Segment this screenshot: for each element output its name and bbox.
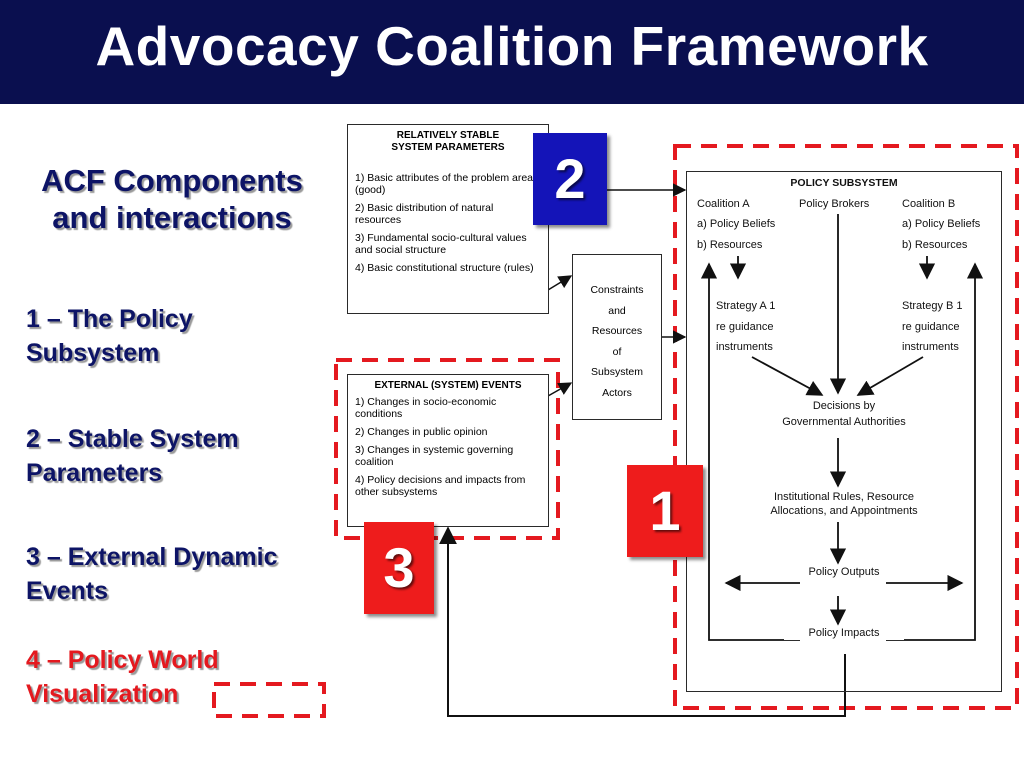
coalition-a-beliefs: a) Policy Beliefs xyxy=(697,218,776,230)
title-bar: Advocacy Coalition Framework xyxy=(0,0,1024,104)
strategy-b-line: instruments xyxy=(902,341,959,353)
strategy-a-line: instruments xyxy=(716,341,773,353)
constraints-line: Subsystem xyxy=(591,366,643,378)
badge-two-number: 2 xyxy=(554,147,586,210)
component-item-stable-parameters: 2 – Stable System Parameters xyxy=(26,422,326,490)
badge-one: 1 xyxy=(627,465,703,557)
external-events-title: EXTERNAL (SYSTEM) EVENTS xyxy=(374,380,522,391)
policy-impacts-label: Policy Impacts xyxy=(784,627,904,640)
stable-item: 1) Basic attributes of the problem area … xyxy=(355,172,534,196)
external-item: 4) Policy decisions and impacts from oth… xyxy=(355,474,526,498)
components-heading: ACF Components and interactions xyxy=(22,162,322,236)
coalition-a-resources: b) Resources xyxy=(697,239,763,251)
coalition-a-label: Coalition A xyxy=(697,198,750,210)
badge-one-number: 1 xyxy=(649,479,681,542)
components-heading-line-2: and interactions xyxy=(52,200,292,235)
component-item-line: Events xyxy=(26,577,108,605)
constraints-line: of xyxy=(612,345,622,358)
strategy-b-line: Strategy B 1 xyxy=(902,300,963,312)
external-item: 2) Changes in public opinion xyxy=(355,426,488,438)
external-events-box: EXTERNAL (SYSTEM) EVENTS 1) Changes in s… xyxy=(347,374,549,527)
loop-right-up xyxy=(886,262,984,641)
component-item-line: 2 – Stable System xyxy=(26,425,239,453)
institutional-line: Allocations, and Appointments xyxy=(770,505,918,517)
component-item-policy-world: 4 – Policy World Visualization xyxy=(26,643,326,711)
component-item-external-events: 3 – External Dynamic Events xyxy=(26,540,326,608)
component-item-line: Parameters xyxy=(26,459,163,487)
institutional-line: Institutional Rules, Resource xyxy=(773,491,914,503)
strategy-a-line: re guidance xyxy=(716,321,774,333)
arrow-strategy-b-to-decisions xyxy=(856,356,924,396)
strategy-a-line: Strategy A 1 xyxy=(716,300,776,312)
decisions-line: Decisions by xyxy=(812,400,876,412)
component-item-policy-subsystem: 1 – The Policy Subsystem xyxy=(26,302,326,370)
stable-item: 3) Fundamental socio-cultural values and… xyxy=(355,232,527,256)
component-item-line: 1 – The Policy xyxy=(26,305,193,333)
policy-outputs-label: Policy Outputs xyxy=(784,566,904,579)
coalition-b-beliefs: a) Policy Beliefs xyxy=(902,218,981,230)
policy-subsystem-box xyxy=(686,171,1002,692)
component-item-line: 4 – Policy World xyxy=(26,646,219,674)
feedback-loop xyxy=(439,526,846,717)
badge-three: 3 xyxy=(364,522,434,614)
stable-parameters-title: RELATIVELY STABLE SYSTEM PARAMETERS xyxy=(355,130,541,154)
badge-two: 2 xyxy=(533,133,607,225)
constraints-line: Resources xyxy=(591,325,643,337)
external-item: 3) Changes in systemic governing coaliti… xyxy=(355,444,514,468)
strategy-b-line: re guidance xyxy=(902,321,960,333)
dashed-frame-visualization xyxy=(212,682,326,718)
constraints-box: Constraints and Resources of Subsystem A… xyxy=(572,254,662,420)
component-item-line: 3 – External Dynamic xyxy=(26,543,278,571)
stable-item: 4) Basic constitutional structure (rules… xyxy=(355,262,534,274)
loop-left-up xyxy=(700,262,800,641)
stable-parameters-box: RELATIVELY STABLE SYSTEM PARAMETERS 1) B… xyxy=(347,124,549,314)
component-item-line: Subsystem xyxy=(26,339,160,367)
arrow-stable-to-constraints xyxy=(547,275,573,291)
stable-title-line-1: RELATIVELY STABLE xyxy=(396,130,500,141)
component-item-line: Visualization xyxy=(26,680,179,708)
page-title: Advocacy Coalition Framework xyxy=(95,15,929,77)
arrow-strategy-a-to-decisions xyxy=(751,356,824,396)
external-item: 1) Changes in socio-economic conditions xyxy=(355,396,497,420)
badge-three-number: 3 xyxy=(383,536,415,599)
constraints-line: Constraints xyxy=(590,284,644,296)
components-heading-line-1: ACF Components xyxy=(41,163,303,198)
policy-subsystem-title: POLICY SUBSYSTEM xyxy=(790,177,898,189)
arrow-external-to-constraints xyxy=(547,382,573,397)
stable-item: 2) Basic distribution of natural resourc… xyxy=(355,202,494,226)
constraints-line: and xyxy=(608,304,626,317)
policy-brokers-label: Policy Brokers xyxy=(799,198,870,210)
constraints-line: Actors xyxy=(602,386,632,399)
coalition-b-label: Coalition B xyxy=(902,198,956,210)
decisions-line: Governmental Authorities xyxy=(782,416,906,428)
coalition-b-resources: b) Resources xyxy=(902,239,968,251)
dashed-frame-external xyxy=(334,358,560,540)
stable-title-line-2: SYSTEM PARAMETERS xyxy=(391,142,505,153)
